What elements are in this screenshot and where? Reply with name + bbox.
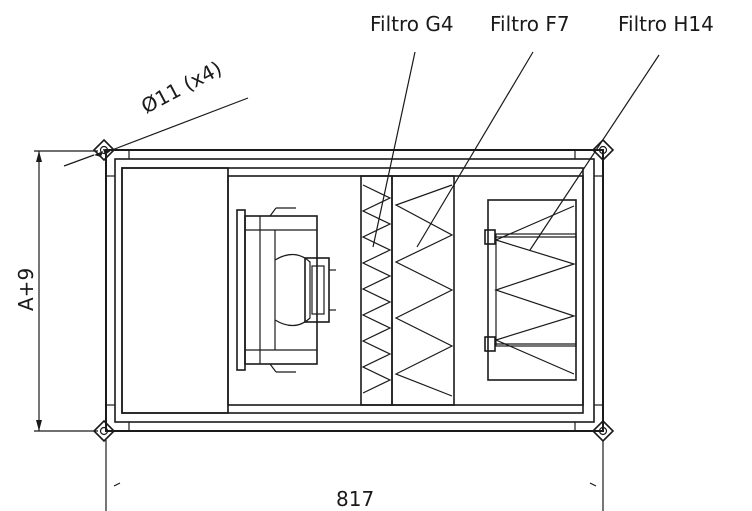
mounting-bracket-top-right <box>591 138 615 162</box>
label-width-dimension: 817 <box>336 487 374 511</box>
label-filter-g4: Filtro G4 <box>370 12 454 36</box>
mounting-bracket-top-left <box>92 138 116 162</box>
mounting-bracket-bottom-right <box>591 419 615 443</box>
filter-f7 <box>391 175 455 406</box>
inner-housing <box>121 167 584 414</box>
mounting-bracket-bottom-left <box>92 419 116 443</box>
width-dimension-line <box>105 440 604 511</box>
label-hole: Ø11 (x4) <box>137 56 226 118</box>
unit-frame <box>105 149 604 432</box>
height-dimension-line <box>34 150 98 432</box>
access-door-panel <box>121 167 229 414</box>
label-filter-f7: Filtro F7 <box>490 12 570 36</box>
filter-h14 <box>484 199 577 381</box>
fan-assembly <box>236 207 336 373</box>
label-filter-h14: Filtro H14 <box>618 12 714 36</box>
label-height-dimension: A+9 <box>14 268 38 311</box>
filter-g4 <box>360 175 393 406</box>
